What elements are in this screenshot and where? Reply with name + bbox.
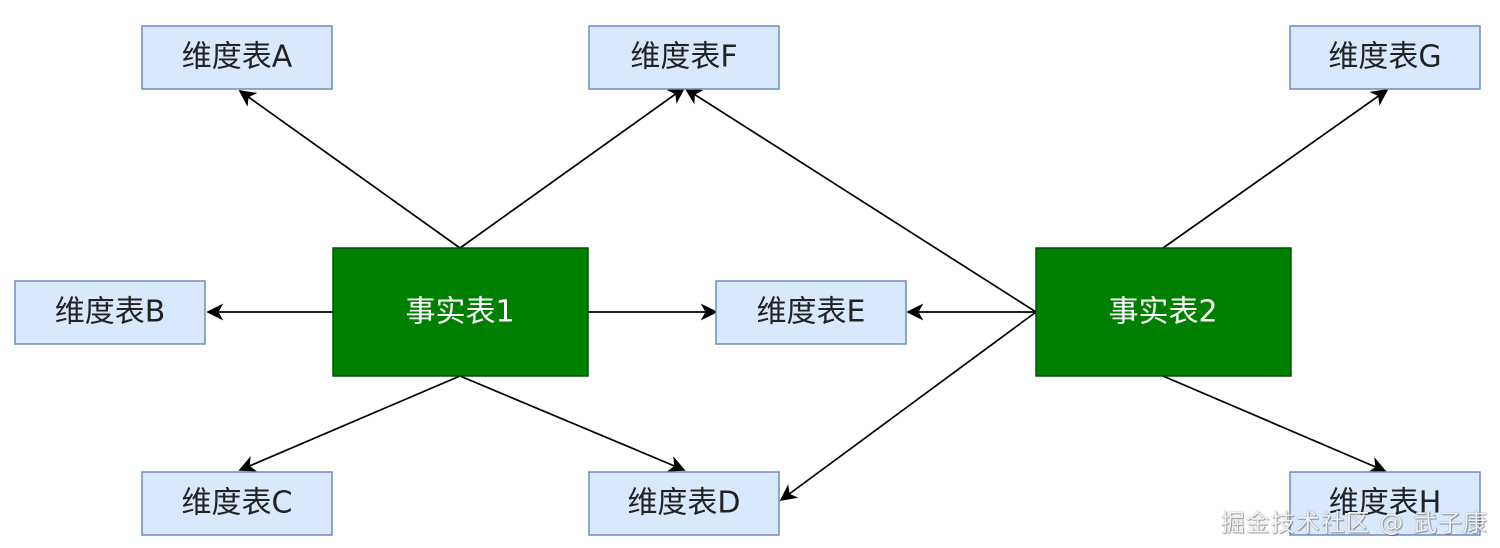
node-layer: 维度表A 维度表F 维度表G 维度表B 维度表E 维度表C 维度表D: [14, 25, 1481, 536]
node-dimH-label: 维度表H: [1329, 486, 1442, 521]
edge-fact1-to-dimD: [459, 375, 686, 472]
node-dimF[interactable]: 维度表F: [588, 25, 780, 90]
edge-fact1-to-dimC: [238, 375, 461, 472]
edge-fact1-to-dimA: [238, 90, 461, 249]
node-dimC-label: 维度表C: [182, 486, 293, 521]
node-dimB-label: 维度表B: [55, 295, 166, 330]
watermark: 掘金技术社区 @ 武子康: [1220, 509, 1488, 537]
node-dimG-label: 维度表G: [1328, 40, 1441, 75]
edge-fact1-to-dimF: [459, 87, 686, 249]
node-dimH[interactable]: 维度表H: [1289, 471, 1481, 536]
node-dimA-label: 维度表A: [182, 40, 293, 75]
node-dimG[interactable]: 维度表G: [1289, 25, 1481, 90]
node-fact2-label: 事实表2: [1108, 295, 1217, 330]
node-dimD[interactable]: 维度表D: [588, 471, 780, 536]
node-fact2[interactable]: 事实表2: [1035, 247, 1292, 377]
node-dimE[interactable]: 维度表E: [715, 280, 907, 345]
node-dimF-label: 维度表F: [630, 40, 737, 75]
edge-fact2-to-dimG: [1162, 89, 1389, 249]
node-fact1-label: 事实表1: [405, 295, 514, 330]
node-fact1[interactable]: 事实表1: [332, 247, 589, 377]
edge-fact2-to-dimH: [1162, 375, 1387, 473]
edge-fact2-to-dimD: [779, 311, 1037, 502]
node-dimB[interactable]: 维度表B: [14, 280, 206, 345]
node-dimE-label: 维度表E: [757, 295, 866, 330]
edge-fact2-to-dimF: [684, 88, 1037, 313]
node-dimC[interactable]: 维度表C: [141, 471, 333, 536]
edge-layer: [206, 87, 1389, 502]
node-dimA[interactable]: 维度表A: [141, 25, 333, 90]
node-dimD-label: 维度表D: [627, 486, 740, 521]
